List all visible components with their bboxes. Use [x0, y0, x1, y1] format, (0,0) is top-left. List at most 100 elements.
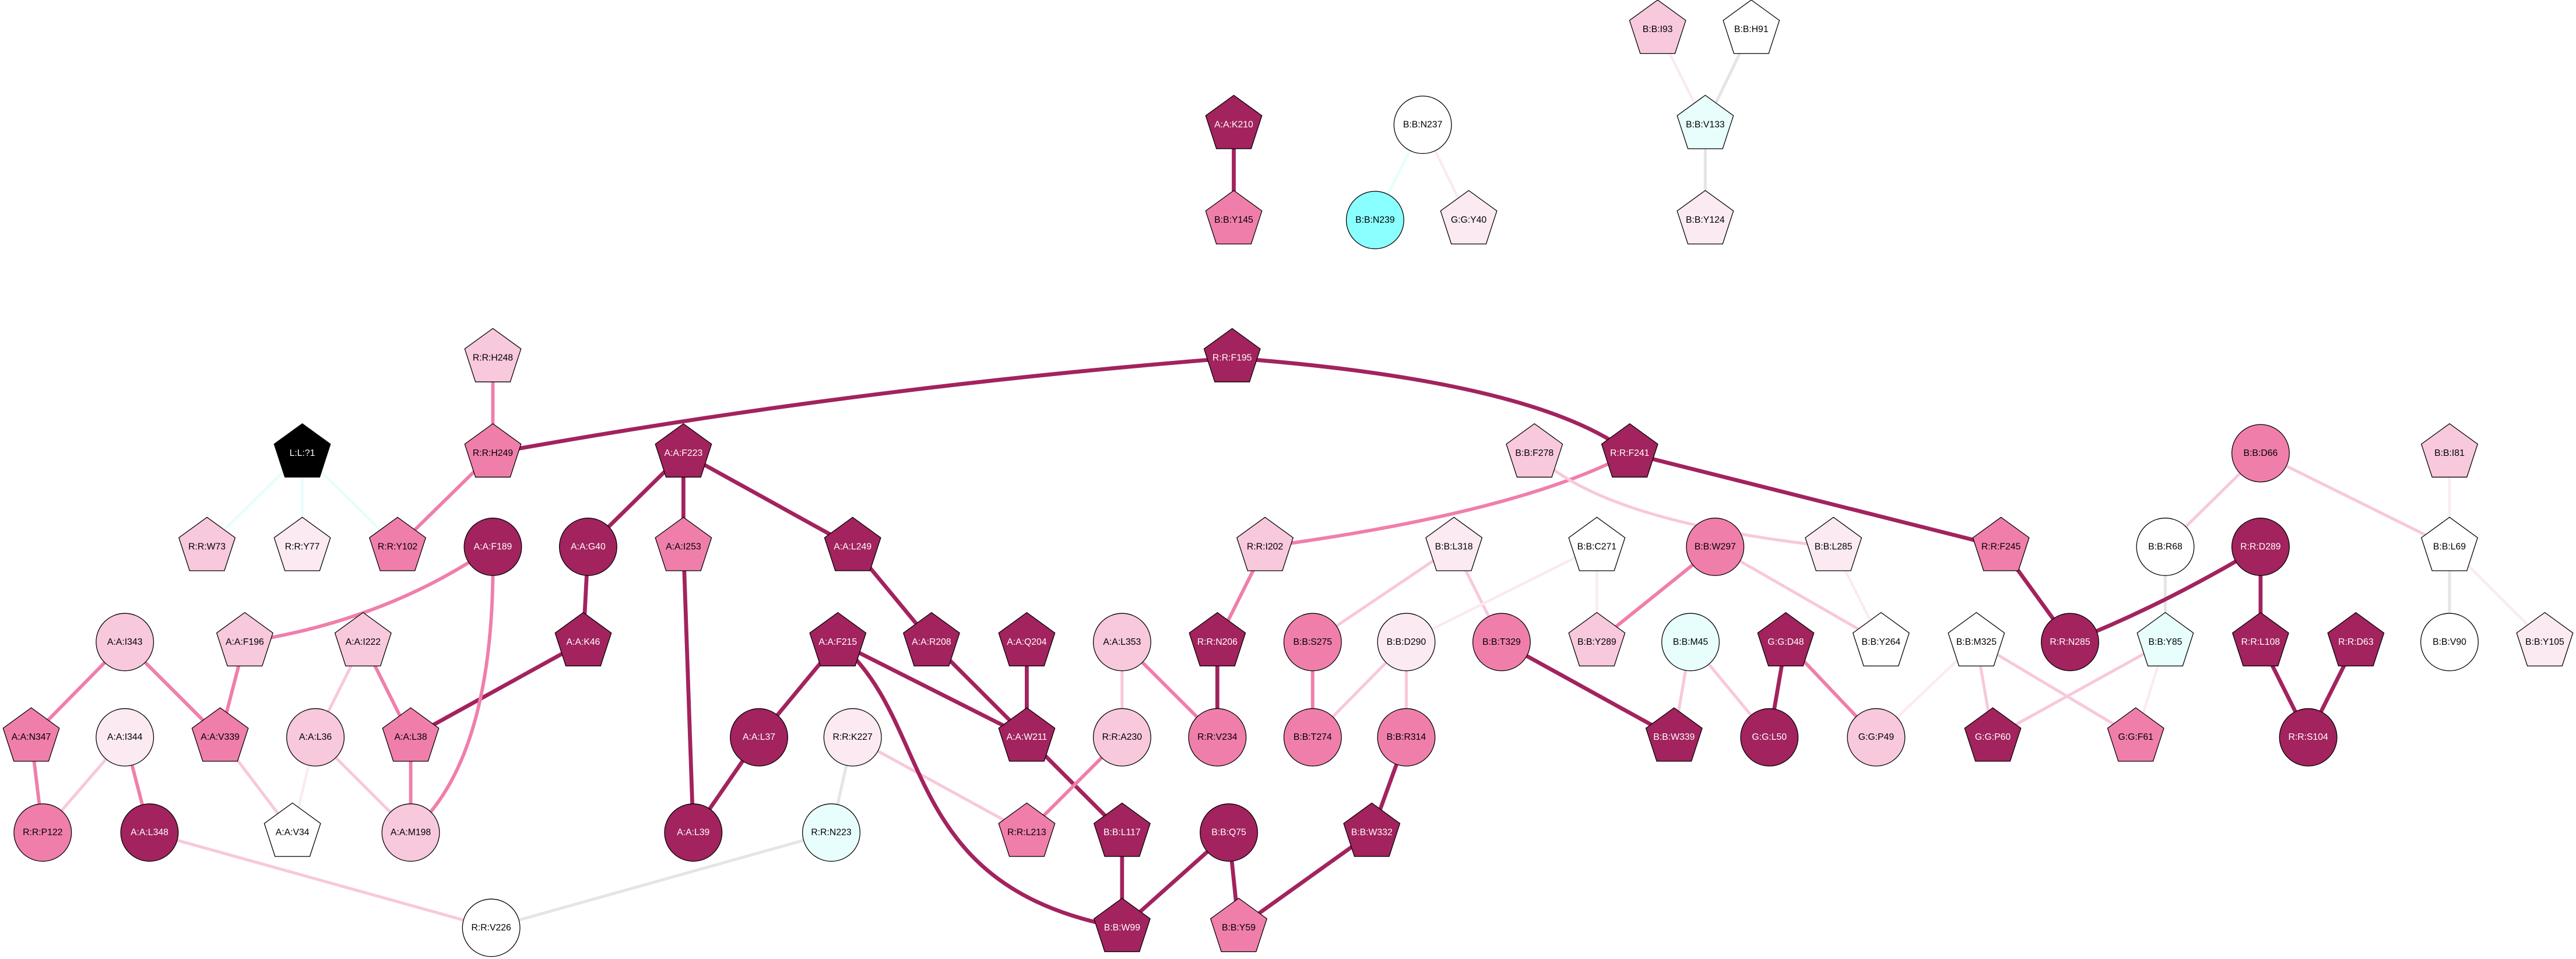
node-g-g-d48[interactable]: G:G:D48 [1757, 612, 1815, 667]
node-b-b-i93[interactable]: B:B:I93 [1629, 0, 1686, 54]
node-b-b-m325[interactable]: B:B:M325 [1948, 612, 2005, 667]
node-label: R:R:L108 [2241, 637, 2280, 647]
node-g-g-y40[interactable]: G:G:Y40 [1440, 189, 1498, 245]
node-a-a-r208[interactable]: A:A:R208 [902, 612, 960, 667]
node-r-r-f245[interactable]: R:R:F245 [1972, 517, 2030, 571]
node-r-r-i202[interactable]: R:R:I202 [1236, 517, 1294, 571]
node-label: A:A:L353 [1103, 637, 1141, 647]
node-a-a-l36[interactable]: A:A:L36 [286, 708, 345, 767]
node-a-a-w211[interactable]: A:A:W211 [998, 707, 1056, 762]
node-r-r-n285[interactable]: R:R:N285 [2041, 613, 2099, 672]
node-r-r-k227[interactable]: R:R:K227 [823, 708, 882, 767]
node-label: B:B:V133 [1686, 120, 1725, 130]
node-r-r-s104[interactable]: R:R:S104 [2279, 708, 2338, 767]
node-g-g-l50[interactable]: G:G:L50 [1740, 708, 1799, 767]
node-g-g-f61[interactable]: G:G:F61 [2107, 707, 2164, 762]
node-a-a-l38[interactable]: A:A:L38 [382, 707, 440, 762]
node-g-g-p60[interactable]: G:G:P60 [1964, 707, 2022, 762]
node-label: B:B:T329 [1482, 637, 1521, 647]
node-a-a-l353[interactable]: A:A:L353 [1092, 613, 1151, 672]
node-b-b-y289[interactable]: B:B:Y289 [1568, 612, 1626, 667]
node-r-r-h248[interactable]: R:R:H248 [464, 328, 522, 382]
node-label: B:B:Y124 [1686, 215, 1725, 225]
node-r-r-d63[interactable]: R:R:D63 [2327, 612, 2385, 667]
node-label: B:B:D290 [1387, 637, 1426, 647]
node-b-b-f278[interactable]: B:B:F278 [1506, 423, 1563, 478]
node-b-b-l285[interactable]: B:B:L285 [1805, 517, 1862, 571]
node-b-b-y264[interactable]: B:B:Y264 [1852, 612, 1910, 667]
node-b-b-t329[interactable]: B:B:T329 [1472, 613, 1531, 672]
node-b-b-d66[interactable]: B:B:D66 [2231, 424, 2290, 483]
node-a-a-v339[interactable]: A:A:V339 [191, 707, 249, 762]
node-b-b-y105[interactable]: B:B:Y105 [2516, 612, 2574, 667]
node-r-r-f195[interactable]: R:R:F195 [1203, 328, 1261, 382]
node-b-b-y124[interactable]: B:B:Y124 [1677, 189, 1734, 245]
node-b-b-y59[interactable]: B:B:Y59 [1210, 897, 1267, 953]
node-r-r-d289[interactable]: R:R:D289 [2231, 518, 2290, 576]
node-r-r-w73[interactable]: R:R:W73 [178, 517, 236, 571]
node-b-b-w297[interactable]: B:B:W297 [1686, 518, 1745, 576]
node-b-b-d290[interactable]: B:B:D290 [1377, 613, 1436, 672]
node-a-a-f189[interactable]: A:A:F189 [463, 518, 522, 576]
node-b-b-s275[interactable]: B:B:S275 [1283, 613, 1342, 672]
node-r-r-v226[interactable]: R:R:V226 [462, 898, 521, 957]
node-b-b-q75[interactable]: B:B:Q75 [1200, 803, 1258, 862]
node-b-b-h91[interactable]: B:B:H91 [1723, 0, 1780, 54]
node-b-b-c271[interactable]: B:B:C271 [1568, 517, 1626, 571]
node-r-r-y77[interactable]: R:R:Y77 [273, 517, 331, 571]
node-b-b-l117[interactable]: B:B:L117 [1093, 802, 1151, 857]
node-b-b-w99[interactable]: B:B:W99 [1093, 897, 1151, 953]
node-r-r-l108[interactable]: R:R:L108 [2231, 612, 2289, 667]
pentagon-node-shape [178, 517, 236, 571]
node-a-a-l39[interactable]: A:A:L39 [664, 803, 723, 862]
node-a-a-l37[interactable]: A:A:L37 [730, 708, 788, 767]
node-r-r-n206[interactable]: R:R:N206 [1189, 612, 1246, 667]
node-a-a-i253[interactable]: A:A:I253 [655, 517, 712, 571]
node-r-r-p122[interactable]: R:R:P122 [13, 803, 72, 862]
node-a-a-g40[interactable]: A:A:G40 [558, 518, 617, 576]
node-b-b-t274[interactable]: B:B:T274 [1283, 708, 1342, 767]
node-b-b-l69[interactable]: B:B:L69 [2421, 517, 2478, 571]
node-b-b-w332[interactable]: B:B:W332 [1343, 802, 1401, 857]
node-l-l-1[interactable]: L:L:?1 [273, 423, 331, 478]
node-a-a-f223[interactable]: A:A:F223 [655, 423, 712, 478]
node-b-b-w339[interactable]: B:B:W339 [1645, 707, 1703, 762]
node-b-b-n239[interactable]: B:B:N239 [1345, 191, 1404, 250]
node-r-r-f241[interactable]: R:R:F241 [1601, 423, 1658, 478]
node-a-a-v34[interactable]: A:A:V34 [263, 802, 321, 857]
node-b-b-l318[interactable]: B:B:L318 [1425, 517, 1483, 571]
node-b-b-n237[interactable]: B:B:N237 [1393, 96, 1452, 154]
node-r-r-l213[interactable]: R:R:L213 [998, 802, 1056, 857]
node-a-a-f196[interactable]: A:A:F196 [216, 612, 273, 667]
node-label: G:G:L50 [1752, 732, 1787, 742]
node-r-r-v234[interactable]: R:R:V234 [1188, 708, 1247, 767]
node-a-a-k46[interactable]: A:A:K46 [554, 612, 612, 667]
circle-node-shape [1393, 96, 1452, 154]
pentagon-node-shape [1093, 802, 1151, 857]
node-b-b-r314[interactable]: B:B:R314 [1377, 708, 1436, 767]
node-b-b-y85[interactable]: B:B:Y85 [2136, 612, 2194, 667]
node-a-a-i343[interactable]: A:A:I343 [96, 613, 154, 672]
node-b-b-v133[interactable]: B:B:V133 [1677, 94, 1734, 149]
node-a-a-i222[interactable]: A:A:I222 [334, 612, 392, 667]
node-a-a-m198[interactable]: A:A:M198 [381, 803, 440, 862]
circle-node-shape [1740, 708, 1799, 767]
node-label: B:B:T274 [1294, 732, 1332, 742]
node-a-a-f215[interactable]: A:A:F215 [809, 612, 867, 667]
node-r-r-h249[interactable]: R:R:H249 [464, 423, 522, 478]
node-a-a-l348[interactable]: A:A:L348 [120, 803, 179, 862]
node-b-b-i81[interactable]: B:B:I81 [2421, 423, 2478, 478]
node-a-a-q204[interactable]: A:A:Q204 [998, 612, 1056, 667]
node-a-a-k210[interactable]: A:A:K210 [1205, 94, 1263, 149]
node-a-a-l249[interactable]: A:A:L249 [824, 517, 881, 571]
node-a-a-i344[interactable]: A:A:I344 [96, 708, 154, 767]
node-b-b-m45[interactable]: B:B:M45 [1661, 613, 1720, 672]
node-g-g-p49[interactable]: G:G:P49 [1847, 708, 1906, 767]
node-r-r-y102[interactable]: R:R:Y102 [369, 517, 427, 571]
node-b-b-y145[interactable]: B:B:Y145 [1205, 189, 1263, 245]
node-b-b-v90[interactable]: B:B:V90 [2420, 613, 2479, 672]
node-r-r-n223[interactable]: R:R:N223 [802, 803, 860, 862]
node-a-a-n347[interactable]: A:A:N347 [2, 707, 60, 762]
node-b-b-r68[interactable]: B:B:R68 [2136, 518, 2195, 576]
node-r-r-a230[interactable]: R:R:A230 [1092, 708, 1151, 767]
